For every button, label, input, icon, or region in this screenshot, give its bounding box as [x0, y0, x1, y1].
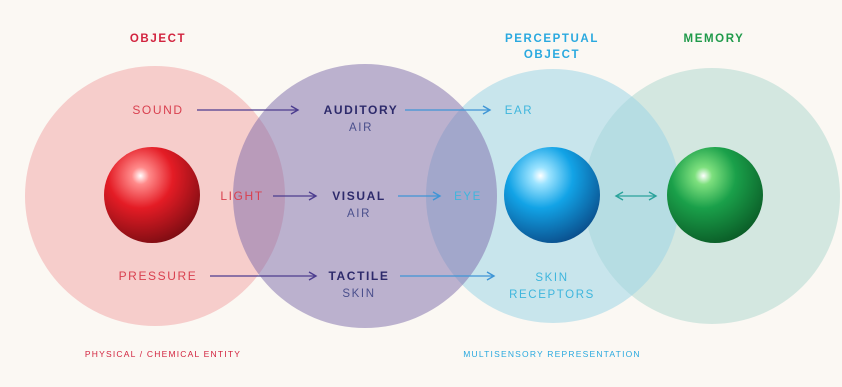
footer-multisensory: MULTISENSORY REPRESENTATION [463, 349, 641, 359]
footer-physical-entity: PHYSICAL / CHEMICAL ENTITY [85, 349, 241, 359]
sense-visual: VISUAL [332, 189, 386, 203]
stimulus-light: LIGHT [220, 189, 263, 203]
sense-circle [233, 64, 497, 328]
sense-auditory-medium: AIR [349, 122, 373, 134]
sense-tactile-medium: SKIN [342, 288, 375, 300]
organ-eye: EYE [454, 191, 482, 203]
perceptual-header-line2: OBJECT [524, 49, 580, 61]
perceptual-header-line1: PERCEPTUAL [505, 33, 599, 45]
stimulus-pressure: PRESSURE [119, 269, 198, 283]
sense-visual-medium: AIR [347, 208, 371, 220]
red-sphere-icon [104, 147, 200, 243]
organ-skin-line1: SKIN [535, 272, 568, 284]
object-header: OBJECT [130, 33, 186, 45]
stimulus-sound: SOUND [132, 103, 183, 117]
sense-auditory: AUDITORY [324, 103, 399, 117]
sense-tactile: TACTILE [329, 269, 390, 283]
green-sphere-icon [667, 147, 763, 243]
organ-ear: EAR [505, 105, 533, 117]
organ-skin-line2: RECEPTORS [509, 289, 595, 301]
blue-sphere-icon [504, 147, 600, 243]
memory-header: MEMORY [684, 33, 745, 45]
